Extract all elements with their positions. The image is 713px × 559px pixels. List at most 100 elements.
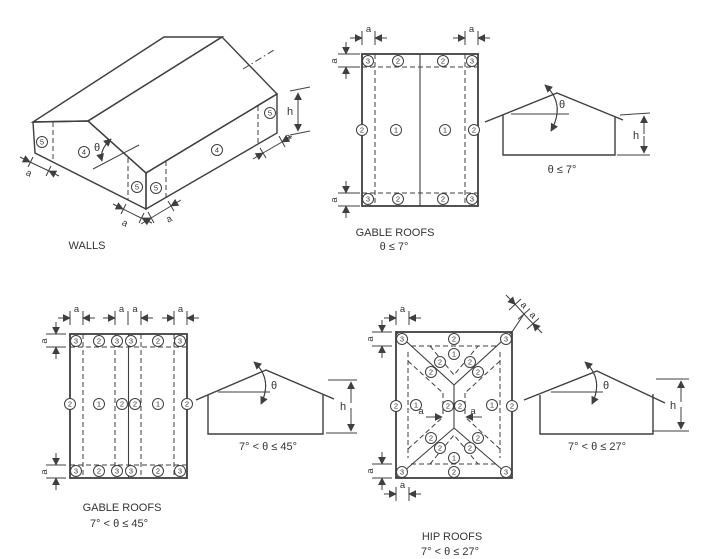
zone-4-badge xyxy=(78,146,90,158)
zone-2-number: 2 xyxy=(68,400,72,409)
zone-3-badge xyxy=(500,466,512,478)
gable-low-elevation: θ h θ ≤ 7° xyxy=(484,84,651,176)
theta-label: θ xyxy=(559,99,565,111)
zone-2-badge xyxy=(392,193,404,205)
gable-high-elevation: θ h 7° < θ ≤ 45° xyxy=(195,361,357,453)
roof-left-slope xyxy=(30,36,225,123)
dim-a-ridge-center: a a xyxy=(418,406,482,421)
dim-a-top-right: a xyxy=(453,24,490,45)
h-label: h xyxy=(340,401,346,413)
zone-2-badge xyxy=(506,400,518,412)
h-ticks xyxy=(326,379,357,434)
wall-profile xyxy=(539,394,654,435)
dim-a-label: a xyxy=(164,213,175,226)
zone-3-badge xyxy=(362,193,374,205)
dim-a-label: a xyxy=(365,468,376,474)
zone-3-badge xyxy=(362,55,374,67)
dim-a-top-2: a xyxy=(162,304,199,325)
dim-a-label: a xyxy=(24,167,34,180)
hip-plan: a a a a a a xyxy=(365,294,543,558)
dim-a-label: a xyxy=(400,304,406,315)
zone-2-badge xyxy=(472,366,484,378)
zone-3-badge xyxy=(174,335,186,347)
zone-2-number: 2 xyxy=(472,126,476,135)
zone-3-number: 3 xyxy=(504,468,508,477)
zone-3-number: 3 xyxy=(366,57,370,66)
zone-5-badge xyxy=(131,181,143,193)
zone-1-badge xyxy=(486,399,498,411)
zone-2-badge xyxy=(129,398,141,410)
dim-a-top-left: a xyxy=(350,24,387,45)
zone-2-number: 2 xyxy=(452,468,456,477)
gable-high-caption-2: 7° < θ ≤ 45° xyxy=(90,518,148,530)
dim-a-label: a xyxy=(74,304,80,315)
zone-5-badge xyxy=(150,182,162,194)
zone-2-number: 2 xyxy=(476,434,480,443)
theta-arc-arrow xyxy=(253,361,268,405)
zone-3-number: 3 xyxy=(366,195,370,204)
dim-a-label: a xyxy=(469,24,475,35)
zone-5-number: 5 xyxy=(154,184,158,193)
hip-caption-1: HIP ROOFS xyxy=(422,531,482,543)
zone-3-number: 3 xyxy=(470,195,474,204)
dim-a-label: a xyxy=(178,304,184,315)
dim-a-left-gable: a xyxy=(19,155,60,180)
zone-4-badge xyxy=(211,144,223,156)
zone-2-number: 2 xyxy=(133,400,137,409)
zone-3-badge xyxy=(111,335,123,347)
ridge-extension-line xyxy=(242,49,275,70)
zone-2-number: 2 xyxy=(120,400,124,409)
zone-3-badge xyxy=(125,465,137,477)
zone-2-number: 2 xyxy=(360,126,364,135)
zone-1-badge xyxy=(390,124,402,136)
zone-2-number: 2 xyxy=(446,402,450,411)
dim-a-bottom-left: a xyxy=(384,480,421,501)
dim-a-front-wall-right: a xyxy=(252,131,294,161)
dim-a-label: a xyxy=(132,304,138,315)
dim-a-left-bottom: a xyxy=(365,452,392,490)
dim-a-left-bottom: a xyxy=(39,453,66,490)
zone-1-number: 1 xyxy=(394,126,398,135)
zone-3-number: 3 xyxy=(470,57,474,66)
dim-a-label: a xyxy=(365,336,376,342)
zone-5-number: 5 xyxy=(268,109,272,118)
zone-4-number: 4 xyxy=(215,146,219,155)
h-label: h xyxy=(633,130,639,142)
zone-1-number: 1 xyxy=(452,350,456,359)
h-tick xyxy=(289,130,311,136)
hip-elevation: θ h 7° < θ ≤ 27° xyxy=(523,361,689,453)
dim-a-label: a xyxy=(39,469,50,475)
zone-2-number: 2 xyxy=(396,57,400,66)
zone-2-number: 2 xyxy=(468,444,472,453)
zone-1-badge xyxy=(152,398,164,410)
zone-1-badge xyxy=(439,124,451,136)
zone-1-badge xyxy=(448,452,460,464)
wall-profile xyxy=(207,394,324,435)
zone-2-badge xyxy=(437,193,449,205)
dim-a-label: a xyxy=(283,131,294,144)
zone-3-number: 3 xyxy=(115,467,119,476)
zone-3-badge xyxy=(466,55,478,67)
zone-2-badge xyxy=(116,398,128,410)
zone-dash-chevrons xyxy=(429,345,479,465)
zone-2-number: 2 xyxy=(438,358,442,367)
dim-a-top-left: a xyxy=(384,304,421,325)
zone-dash-lines xyxy=(70,334,187,478)
zone-3-badge xyxy=(70,335,82,347)
dim-a-left-top: a xyxy=(39,322,66,359)
zone-2-badge xyxy=(425,432,437,444)
gable-low-caption-2: θ ≤ 7° xyxy=(380,241,409,253)
hip-caption-2: 7° < θ ≤ 27° xyxy=(421,546,479,558)
elev-high-caption: 7° < θ ≤ 45° xyxy=(239,441,297,453)
zone-2-badge xyxy=(181,398,193,410)
walls-isometric-view: θ h a a a xyxy=(19,36,311,252)
dim-a-left-top: a xyxy=(365,320,392,358)
zone-1-number: 1 xyxy=(156,400,160,409)
zone-3-number: 3 xyxy=(504,335,508,344)
zone-3-number: 3 xyxy=(129,337,133,346)
theta-label: θ xyxy=(94,142,100,154)
zone-1-number: 1 xyxy=(414,401,418,410)
front-wall xyxy=(145,92,278,211)
